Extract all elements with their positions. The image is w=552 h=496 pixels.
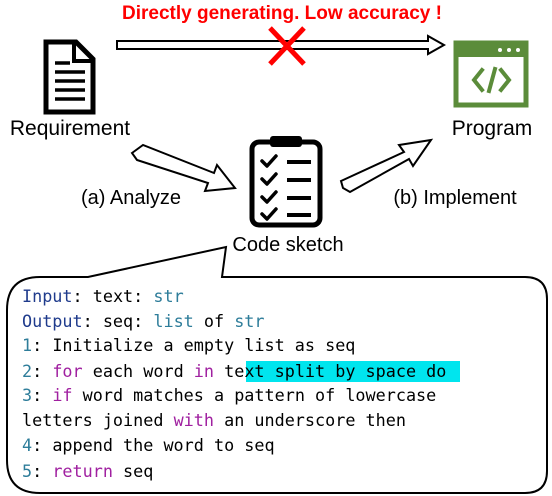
code-line-4: 4: append the word to seq xyxy=(22,435,275,455)
output-of: of xyxy=(194,311,234,331)
line-3-text: word matches a pattern of lowercase xyxy=(73,385,437,405)
line-number: 2 xyxy=(22,361,32,381)
implement-label: (b) Implement xyxy=(393,187,517,209)
line-5-colon: : xyxy=(32,461,52,481)
line-number: 4 xyxy=(22,435,32,455)
keyword-with: with xyxy=(174,410,214,430)
code-line-input: Input: text: str xyxy=(22,286,184,306)
line-2-colon: : xyxy=(32,361,52,381)
checklist-icon xyxy=(249,136,323,228)
analyze-label: (a) Analyze xyxy=(81,187,181,209)
line-2-each: each word xyxy=(83,361,194,381)
output-type-list: list xyxy=(153,311,193,331)
line-number: 5 xyxy=(22,461,32,481)
line-number: 1 xyxy=(22,335,32,355)
output-rest: : seq: xyxy=(83,311,154,331)
direct-arrow xyxy=(116,34,447,56)
line-2-do: do xyxy=(416,361,446,381)
code-line-1: 1: Initialize a empty list as seq xyxy=(22,335,355,355)
implement-arrow xyxy=(339,138,434,194)
input-rest: : text: xyxy=(73,286,154,306)
line-3b-text: letters joined xyxy=(22,410,174,430)
document-icon xyxy=(43,39,96,115)
keyword-in: in xyxy=(194,361,214,381)
code-line-5: 5: return seq xyxy=(22,461,153,481)
keyword-for: for xyxy=(52,361,82,381)
input-label: Input xyxy=(22,286,73,306)
analyze-arrow xyxy=(130,143,237,193)
line-1-text: : Initialize a empty list as seq xyxy=(32,335,355,355)
sketch-label: Code sketch xyxy=(232,234,343,256)
program-label: Program xyxy=(452,117,533,140)
highlight-box xyxy=(246,361,460,382)
output-type-str: str xyxy=(234,311,264,331)
line-4-text: : append the word to seq xyxy=(32,435,274,455)
output-label: Output xyxy=(22,311,83,331)
cross-icon xyxy=(268,26,306,66)
code-line-output: Output: seq: list of str xyxy=(22,311,265,331)
line-2-space xyxy=(214,361,224,381)
banner-text: Directly generating. Low accuracy ! xyxy=(122,3,442,24)
keyword-if: if xyxy=(52,385,72,405)
keyword-return: return xyxy=(52,461,113,481)
input-type: str xyxy=(153,286,183,306)
highlighted-phrase: text split by space xyxy=(224,361,416,381)
program-icon xyxy=(453,40,529,108)
code-line-2: 2: for each word in text split by space … xyxy=(22,361,446,381)
code-line-3-cont: letters joined with an underscore then xyxy=(22,410,406,430)
line-3b-rest: an underscore then xyxy=(214,410,406,430)
line-5-rest: seq xyxy=(113,461,153,481)
line-number: 3 xyxy=(22,385,32,405)
code-line-3: 3: if word matches a pattern of lowercas… xyxy=(22,385,436,405)
requirement-label: Requirement xyxy=(10,117,130,140)
line-3-colon: : xyxy=(32,385,52,405)
